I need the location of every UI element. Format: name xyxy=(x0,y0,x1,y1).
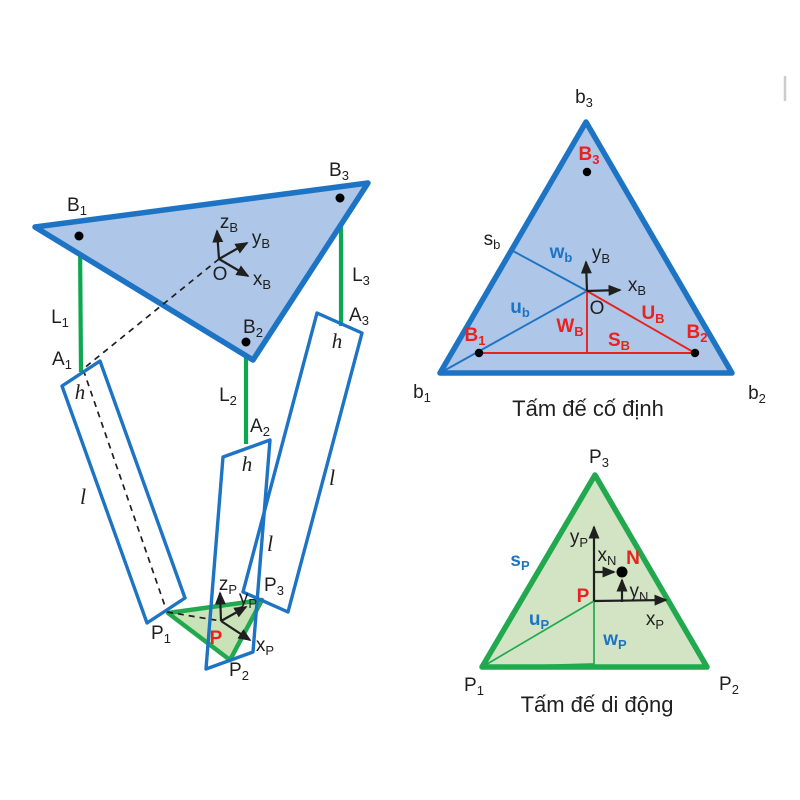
label-P2-platform: P2 xyxy=(719,674,739,697)
label-wb: wb xyxy=(549,242,573,265)
label-b2: b2 xyxy=(748,383,766,406)
label-l-leg2: l xyxy=(267,531,273,556)
yB-axis-arrow xyxy=(218,242,249,260)
vector-UB-line xyxy=(586,290,696,354)
label-b1: b1 xyxy=(413,382,431,405)
zP-axis-arrow xyxy=(214,591,226,622)
joint-dot-B1 xyxy=(74,231,84,241)
label-uP: uP xyxy=(529,609,550,632)
label-h-leg3: h xyxy=(332,329,343,353)
yB-axis-arrow-base xyxy=(580,260,592,292)
label-P2-3d: P2 xyxy=(229,660,249,683)
label-P3-3d: P3 xyxy=(264,575,284,598)
xN-offset-label: xN xyxy=(598,545,617,568)
yB-axis-label: yB xyxy=(252,228,270,251)
platform-center-P-label: P xyxy=(210,628,223,649)
leg-1 xyxy=(60,359,187,625)
vector-uP-line xyxy=(481,600,595,668)
fixed-base-triangle xyxy=(437,119,735,376)
yP-axis-arrow xyxy=(220,606,248,622)
zB-axis-arrow xyxy=(212,229,224,260)
label-h-leg1: h xyxy=(75,380,86,404)
xP-axis-arrow-platform xyxy=(593,594,668,606)
vector-ub-line xyxy=(439,290,588,374)
xB-axis-arrow xyxy=(218,258,250,277)
figure-fixed-base: b3 b1 b2 B3 B1 B2 sb wb ub WB SB UB yB x… xyxy=(413,87,766,421)
label-A3: A3 xyxy=(349,305,369,328)
platform-frame-3d: zP yP xP P xyxy=(210,574,274,658)
yP-axis-label: yP xyxy=(239,588,257,611)
leg-2 xyxy=(204,438,272,671)
label-B2-3d: B2 xyxy=(243,317,263,340)
xB-axis-arrow-base xyxy=(586,284,622,296)
origin-O-label-base: O xyxy=(590,298,605,319)
vector-sP-line xyxy=(481,663,595,668)
label-UB: UB xyxy=(641,303,664,326)
label-L2: L2 xyxy=(219,385,237,408)
joint-dot-B2 xyxy=(241,337,251,347)
label-A2: A2 xyxy=(250,416,270,439)
label-B3-base: B3 xyxy=(579,144,600,167)
label-A1: A1 xyxy=(52,349,72,372)
label-P1-platform: P1 xyxy=(464,675,484,698)
figure-moving-platform: P3 P1 P2 sP uP wP yP xP xN yN N P Tấm đế… xyxy=(464,447,739,717)
actuator-line-L1 xyxy=(77,237,84,373)
xB-axis-label-base: xB xyxy=(628,275,646,298)
label-L3: L3 xyxy=(352,265,370,288)
base-plate-3d xyxy=(32,180,371,363)
label-P3-platform: P3 xyxy=(589,447,609,470)
xP-axis-label: xP xyxy=(256,635,274,658)
base-frame-3d: zB yB xB O xyxy=(212,212,271,292)
dot-B3-base xyxy=(582,167,592,177)
label-wP: wP xyxy=(602,629,627,652)
origin-O-label: O xyxy=(213,264,228,285)
label-l-leg3: l xyxy=(329,465,335,490)
label-sb: sb xyxy=(484,229,501,252)
joint-dot-B3 xyxy=(335,193,345,203)
vector-wb-line xyxy=(512,250,588,292)
label-B2-base: B2 xyxy=(687,322,708,345)
xP-axis-label-platform: xP xyxy=(646,609,664,632)
label-B3-3d: B3 xyxy=(329,160,349,183)
zB-axis-label: zB xyxy=(220,212,238,235)
label-SB: SB xyxy=(608,330,630,353)
label-B1-3d: B1 xyxy=(67,195,87,218)
zP-axis-label: zP xyxy=(219,574,237,597)
label-l-leg1: l xyxy=(80,484,86,509)
dot-N xyxy=(616,566,628,578)
label-P1-3d: P1 xyxy=(151,623,171,646)
label-B1-base: B1 xyxy=(465,325,486,348)
dot-B1-base xyxy=(474,348,484,358)
dot-B2-base xyxy=(690,348,700,358)
label-h-leg2: h xyxy=(242,452,253,476)
caption-moving-platform: Tấm đế di động xyxy=(521,692,674,717)
caption-fixed-base: Tấm đế cố định xyxy=(512,396,664,421)
xP-axis-arrow xyxy=(220,620,252,641)
label-L1: L1 xyxy=(51,307,69,330)
yB-axis-label-base: yB xyxy=(592,243,610,266)
yN-offset-label: yN xyxy=(630,581,649,604)
label-WB: WB xyxy=(556,316,583,339)
figure-3d-mechanism: zB yB xB O zP yP xP P B1 B2 B3 L1 L2 L3 … xyxy=(32,160,371,683)
xB-axis-label: xB xyxy=(253,269,271,292)
leg-3 xyxy=(241,311,364,614)
label-b3: b3 xyxy=(575,87,593,110)
label-ub: ub xyxy=(510,297,530,320)
dashed-p1-p xyxy=(166,611,222,622)
label-P-platform: P xyxy=(577,586,590,607)
label-sP: sP xyxy=(510,550,530,573)
label-N: N xyxy=(626,548,640,569)
yP-axis-label-platform: yP xyxy=(570,527,588,550)
